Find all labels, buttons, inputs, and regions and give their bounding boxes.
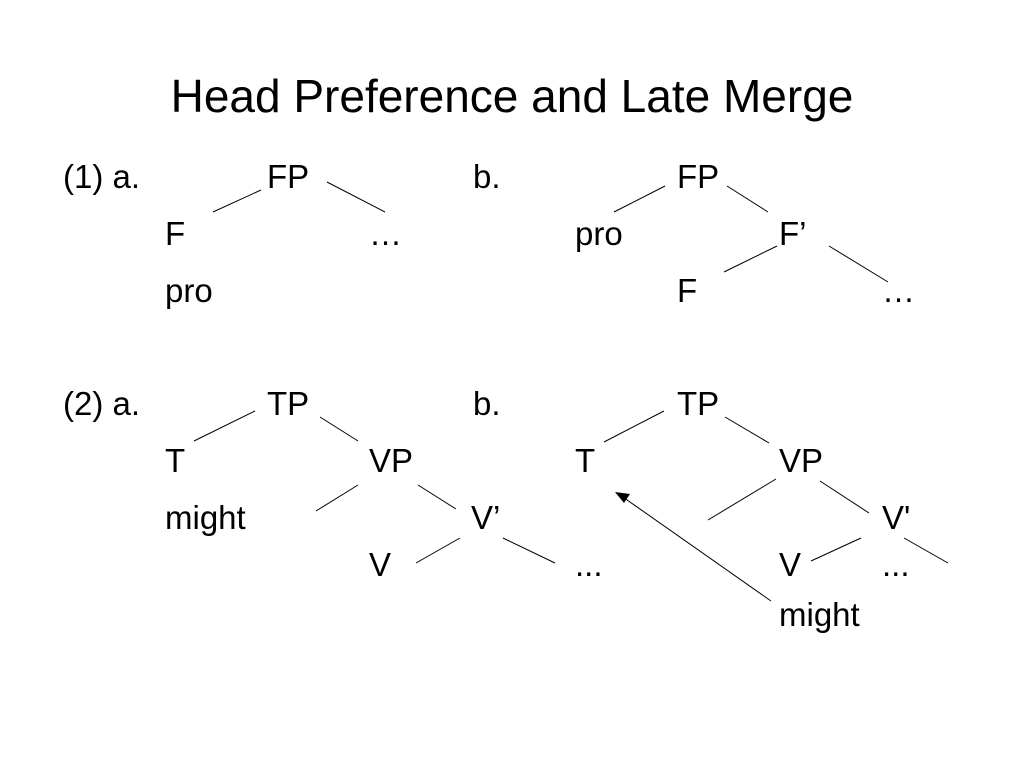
tree-2b-vbar: V' (882, 499, 911, 536)
tree-2a-vp: VP (369, 442, 414, 479)
branch-1a-right (326, 181, 386, 213)
branch-2a-vbar-left (415, 537, 461, 564)
tree-2a-vbar: V’ (471, 499, 501, 536)
branch-1a-left (212, 189, 262, 213)
branch-1b-fbar-right (828, 245, 889, 283)
tree-2a-might: might (165, 499, 246, 536)
branch-2b-vbar-right (903, 537, 949, 564)
tree-1a-comp: … (369, 215, 402, 252)
tree-2a-root: TP (267, 385, 310, 422)
tree-2a-comp: ... (575, 546, 603, 583)
branch-2b-vbar-left (810, 537, 862, 562)
tree-1b-root: FP (677, 158, 720, 195)
tree-1a-root: FP (267, 158, 310, 195)
tree-2b-v: V (779, 546, 802, 583)
tree-2a-head: T (165, 442, 186, 479)
tree-2b-head: T (575, 442, 596, 479)
branch-2b-left (603, 410, 665, 443)
tree-1b-spec: pro (575, 215, 623, 252)
branch-1b-left (613, 185, 666, 213)
tree-1a-pro: pro (165, 272, 213, 309)
branch-2b-vp-left (707, 478, 777, 521)
branch-2a-vbar-right (502, 537, 556, 564)
branch-2a-vp-right (417, 484, 457, 510)
tree-2b-root: TP (677, 385, 720, 422)
example-2a-label: (2) a. (63, 385, 141, 422)
tree-1b-head: F (677, 272, 698, 309)
tree-2b-vp: VP (779, 442, 824, 479)
example-1a-label: (1) a. (63, 158, 141, 195)
tree-1b-bar: F’ (779, 215, 807, 252)
slide-title: Head Preference and Late Merge (170, 70, 854, 122)
tree-2b-might: might (779, 596, 860, 633)
example-2b-label: b. (473, 385, 501, 422)
tree-2b-comp: ... (882, 546, 910, 583)
tree-1b-comp: … (882, 272, 915, 309)
branch-1b-right (726, 185, 769, 213)
branch-2b-vp-right (819, 480, 870, 514)
example-1b-label: b. (473, 158, 501, 195)
tree-2a-v: V (369, 546, 392, 583)
movement-arrow-line (619, 494, 772, 602)
branch-2b-right (724, 416, 770, 444)
branch-1b-fbar-left (723, 245, 778, 273)
branch-2a-right (319, 416, 359, 442)
tree-1a-head: F (165, 215, 186, 252)
branch-2a-vp-left (315, 484, 359, 512)
branch-2a-left (193, 410, 256, 442)
movement-arrow-head (615, 492, 630, 503)
